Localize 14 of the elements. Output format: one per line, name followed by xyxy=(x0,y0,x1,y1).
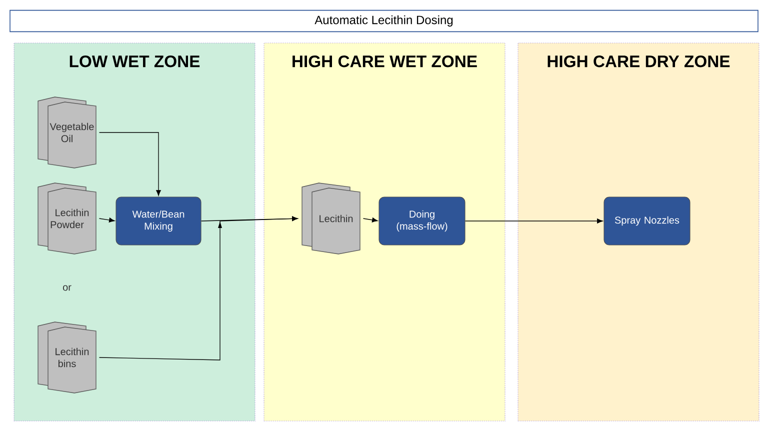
arrow xyxy=(98,132,161,196)
title-banner: Automatic Lecithin Dosing xyxy=(10,10,758,32)
process-box: Spray Nozzles xyxy=(604,196,690,246)
process-box: Water/Bean Mixing xyxy=(116,196,202,246)
drum-stack: Vegetable Oil xyxy=(38,96,96,168)
drum-stack: Lecithin xyxy=(302,182,360,254)
drum-stack: Lecithin bins xyxy=(38,322,96,394)
arrow xyxy=(98,216,298,360)
note-text: or xyxy=(62,285,72,291)
arrow xyxy=(98,218,115,222)
arrow xyxy=(362,218,378,222)
drum-stack: Lecithin Powder xyxy=(38,182,96,254)
process-box: Doing (mass-flow) xyxy=(378,196,466,246)
arrow xyxy=(464,218,603,224)
